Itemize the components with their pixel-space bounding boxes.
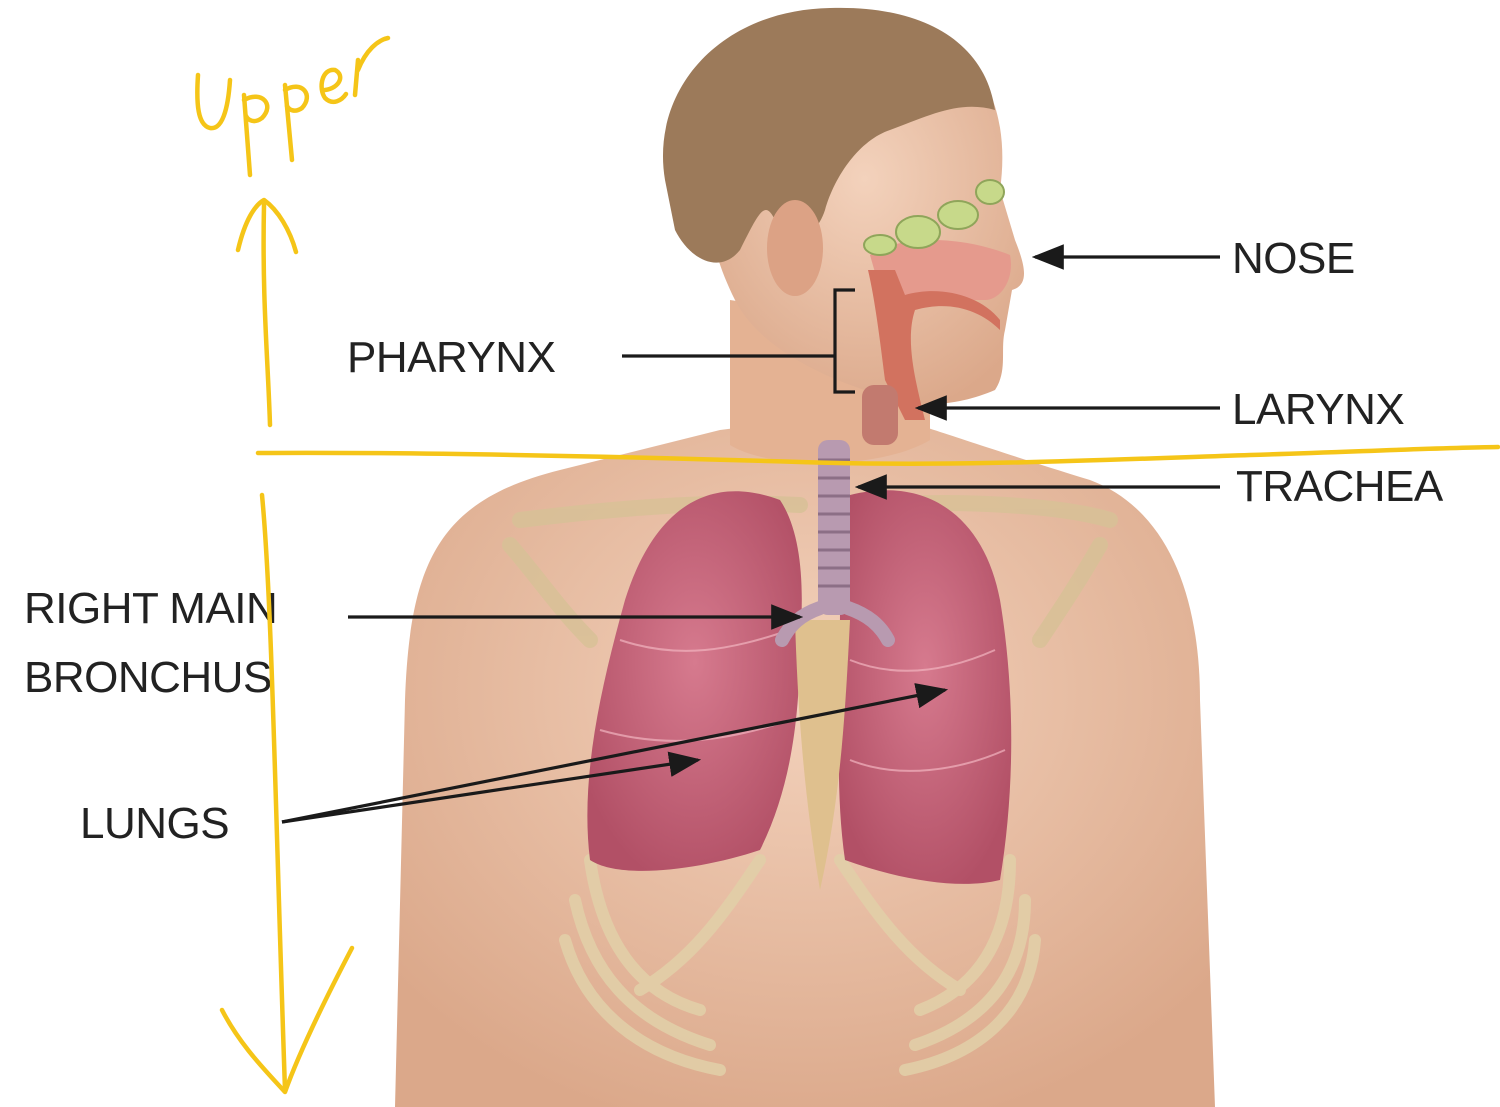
label-larynx: LARYNX	[1232, 385, 1404, 434]
label-trachea: TRACHEA	[1236, 462, 1444, 511]
handwritten-upper-text	[197, 38, 388, 175]
label-pharynx: PHARYNX	[347, 333, 556, 382]
human-torso-illustration	[395, 8, 1215, 1107]
label-bronchus-line1: RIGHT MAIN	[24, 584, 277, 633]
label-nose: NOSE	[1232, 234, 1355, 283]
label-bronchus-line2: BRONCHUS	[24, 653, 272, 702]
upper-arrow-shaft	[264, 205, 270, 425]
ear	[767, 200, 823, 296]
label-lungs: LUNGS	[80, 799, 229, 848]
larynx-structure	[862, 385, 898, 445]
upper-arrow-head	[238, 200, 296, 252]
lower-arrow-head	[222, 948, 352, 1092]
